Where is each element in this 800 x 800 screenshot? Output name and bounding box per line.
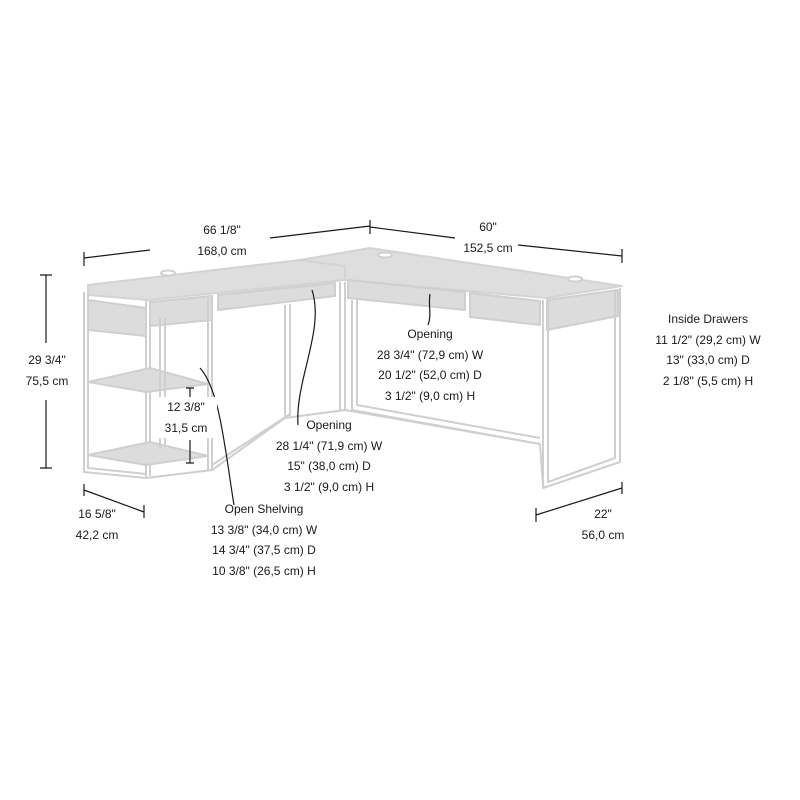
grommet-mid [377,251,393,259]
label-right-width: 60" 152,5 cm [463,220,513,255]
left-opening-panel [217,282,336,311]
grommet-left [160,269,176,277]
dim-left-width [83,220,371,266]
label-left-width: 66 1/8" 168,0 cm [197,223,247,258]
callout-open-shelving: Open Shelving 13 3/8" (34,0 cm) W 14 3/4… [210,502,318,578]
right-desktop [299,247,623,299]
leader-open-shelving [199,367,235,506]
callout-opening-right: Opening 28 3/4" (72,9 cm) W 20 1/2" (52,… [376,327,484,403]
left-end-panel [87,299,147,337]
callout-inside-drawers: Inside Drawers 11 1/2" (29,2 cm) W 13" (… [655,312,761,388]
label-shelf-gap: 12 3/8" 31,5 cm [155,397,217,438]
dim-shelf-gap [186,387,194,464]
right-drawer [469,292,541,326]
dim-right-depth [535,482,623,522]
label-left-depth: 16 5/8" 42,2 cm [75,507,119,542]
label-right-depth: 22" 56,0 cm [581,507,625,542]
label-height: 29 3/4" 75,5 cm [25,353,69,388]
grommet-right [567,275,583,283]
dim-height [40,274,52,469]
leader-right-opening [427,293,431,326]
middle-shelf [87,367,209,393]
leader-left-opening [297,289,316,426]
dim-right-width [369,226,623,263]
callout-opening-left: Opening 28 1/4" (71,9 cm) W 15" (38,0 cm… [275,418,383,494]
bottom-shelf [87,441,209,466]
dim-left-depth [83,484,145,518]
right-opening-panel [347,279,466,311]
